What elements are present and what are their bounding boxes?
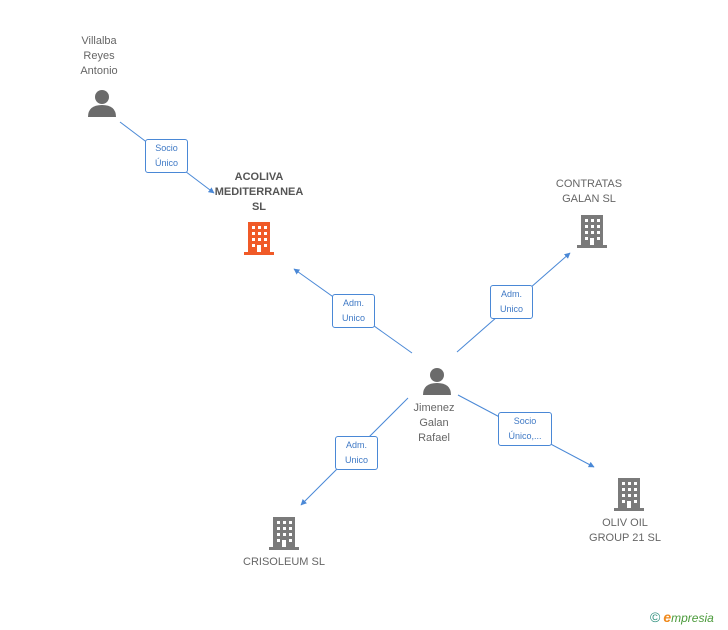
copyright-icon: © [650, 609, 661, 625]
brand-logo-initial: e [663, 609, 672, 625]
edge-label-line: Unico [499, 304, 523, 314]
brand-logo: ©empresia [650, 609, 714, 625]
node-label-villalba[interactable]: Villalba Reyes Antonio [59, 34, 139, 79]
edge-label-line: Unico [341, 313, 365, 323]
node-label-oliv[interactable]: OLIV OIL GROUP 21 SL [580, 516, 670, 546]
company-building-icon[interactable] [613, 477, 645, 511]
node-label-line: Villalba [81, 35, 117, 47]
node-label-line: Jimenez [413, 402, 455, 414]
node-label-line: GALAN SL [562, 193, 616, 205]
edge-label-line: Adm. [345, 440, 367, 450]
brand-logo-text: mpresia [671, 611, 714, 625]
node-label-line: ACOLIVA [234, 171, 284, 183]
company-building-icon[interactable] [576, 214, 608, 248]
node-label-line: GROUP 21 SL [589, 532, 661, 544]
node-label-line: CONTRATAS [555, 178, 623, 190]
node-label-line: Galan [419, 417, 449, 429]
edge-label-jimenez-oliv[interactable]: Socio Único,... [498, 412, 552, 446]
node-label-contratas[interactable]: CONTRATAS GALAN SL [544, 177, 634, 207]
edge-label-jimenez-acoliva[interactable]: Adm. Unico [332, 294, 375, 328]
node-label-line: OLIV OIL [602, 517, 648, 529]
edge-label-line: Socio [155, 143, 178, 153]
node-label-line: Reyes [83, 50, 115, 62]
node-label-line: Antonio [80, 65, 118, 77]
node-label-line: Rafael [418, 432, 450, 444]
node-label-acoliva[interactable]: ACOLIVA MEDITERRANEA SL [209, 170, 309, 215]
edge-label-jimenez-crisoleum[interactable]: Adm. Unico [335, 436, 378, 470]
edge-label-line: Unico [344, 455, 368, 465]
edge-label-line: Adm. [500, 289, 522, 299]
edge-label-line: Único [154, 158, 178, 168]
node-label-line: CRISOLEUM SL [243, 556, 325, 568]
person-icon[interactable] [87, 88, 117, 118]
node-label-crisoleum[interactable]: CRISOLEUM SL [234, 555, 334, 570]
edge-label-line: Adm. [342, 298, 364, 308]
company-building-icon[interactable] [268, 516, 300, 550]
edge-label-line: Único,... [508, 431, 542, 441]
edge-label-jimenez-contratas[interactable]: Adm. Unico [490, 285, 533, 319]
node-label-jimenez[interactable]: Jimenez Galan Rafael [394, 401, 474, 446]
node-label-line: SL [251, 201, 267, 213]
edge-label-villalba-acoliva[interactable]: Socio Único [145, 139, 188, 173]
edge-label-line: Socio [513, 416, 537, 426]
company-building-icon[interactable] [243, 221, 275, 255]
node-label-line: MEDITERRANEA [214, 186, 304, 198]
person-icon[interactable] [422, 366, 452, 396]
